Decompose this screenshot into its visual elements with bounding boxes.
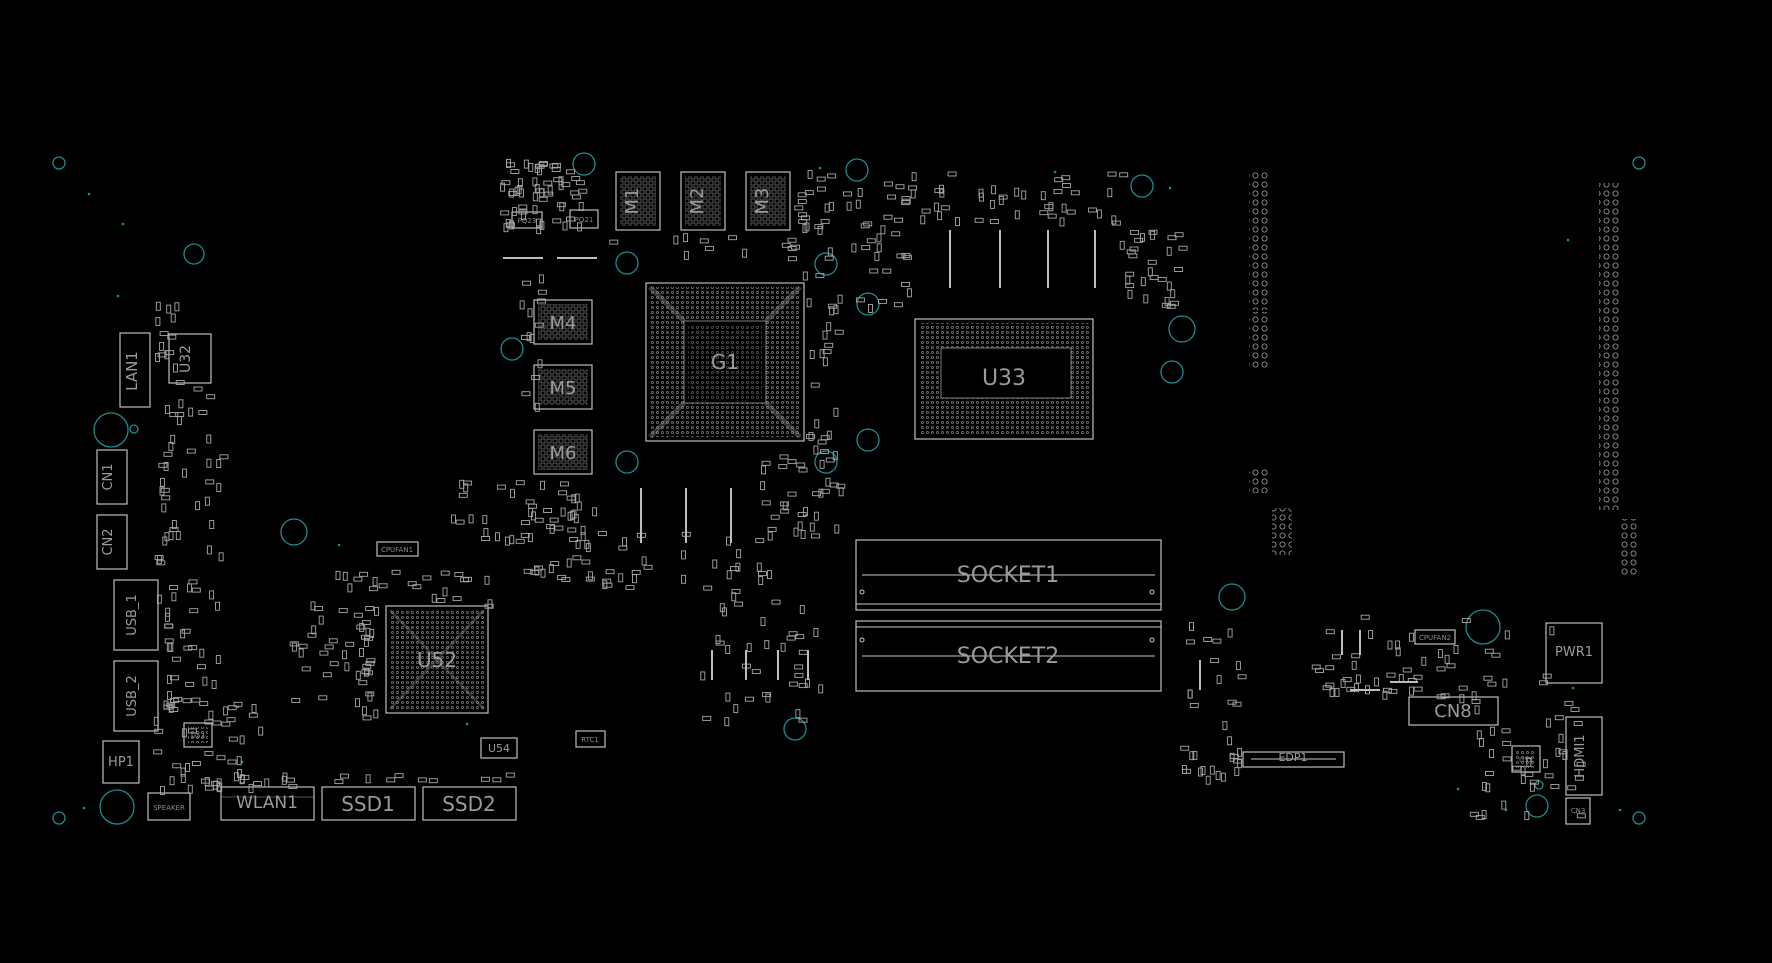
chip-pq21[interactable]: PQ21 <box>569 209 599 229</box>
svg-text:M1: M1 <box>622 188 643 215</box>
connector-edp1[interactable]: EDP1 <box>1242 751 1345 768</box>
svg-text:CN8: CN8 <box>1434 701 1472 722</box>
chip-g1[interactable]: G1 <box>645 282 805 442</box>
chip-rtc1[interactable]: RTC1 <box>575 730 606 748</box>
chip-m4[interactable]: M4 <box>533 299 593 345</box>
svg-text:CPUFAN2: CPUFAN2 <box>1419 634 1451 642</box>
chip-u52[interactable]: U52 <box>385 605 489 714</box>
header-pins-right <box>1249 172 1639 576</box>
chip-m3[interactable]: M3 <box>745 171 791 231</box>
svg-text:CN1: CN1 <box>101 463 116 490</box>
svg-text:WLAN1: WLAN1 <box>236 793 298 813</box>
svg-text:PWR1: PWR1 <box>1555 645 1593 660</box>
connector-cn8[interactable]: CN8 <box>1408 696 1499 726</box>
small-components <box>153 159 1586 821</box>
svg-text:SSD1: SSD1 <box>341 792 395 816</box>
chip-m6[interactable]: M6 <box>533 429 593 475</box>
svg-text:USB_2: USB_2 <box>125 675 140 716</box>
svg-text:HDMI1: HDMI1 <box>1573 734 1588 777</box>
svg-text:EDP1: EDP1 <box>1278 751 1307 764</box>
svg-text:PQ21: PQ21 <box>575 216 594 224</box>
connector-hdmi1[interactable]: HDMI1 <box>1565 716 1603 796</box>
svg-text:U32: U32 <box>178 345 194 373</box>
svg-text:SOCKET1: SOCKET1 <box>957 563 1059 588</box>
svg-text:U55: U55 <box>1519 756 1533 764</box>
svg-text:M6: M6 <box>550 443 577 464</box>
svg-text:G1: G1 <box>711 350 739 374</box>
connector-ssd1[interactable]: SSD1 <box>321 786 416 821</box>
chip-u53[interactable]: U53 <box>183 722 213 748</box>
chip-u54[interactable]: U54 <box>480 737 518 759</box>
connector-wlan1[interactable]: WLAN1 <box>220 786 315 821</box>
connector-ssd2[interactable]: SSD2 <box>422 786 517 821</box>
connector-speaker[interactable]: SPEAKER <box>147 792 191 821</box>
chip-m5[interactable]: M5 <box>533 364 593 410</box>
connector-usb1[interactable]: USB_1 <box>113 579 159 651</box>
connector-cn1[interactable]: CN1 <box>96 449 128 505</box>
connector-lan1[interactable]: LAN1 <box>119 332 151 408</box>
svg-text:M4: M4 <box>550 313 577 334</box>
connector-usb2[interactable]: USB_2 <box>113 660 159 732</box>
svg-text:HP1: HP1 <box>108 755 134 770</box>
svg-text:M3: M3 <box>752 188 773 215</box>
chip-u33[interactable]: U33 <box>914 318 1094 440</box>
connector-cn3[interactable]: CN3 <box>1565 797 1591 825</box>
svg-text:M5: M5 <box>550 378 577 399</box>
svg-text:CN3: CN3 <box>1571 807 1586 815</box>
socket2[interactable]: SOCKET2 <box>855 620 1162 692</box>
connector-cn2[interactable]: CN2 <box>96 514 128 570</box>
connector-cpufan1[interactable]: CPUFAN1 <box>376 541 419 557</box>
svg-text:PQ23: PQ23 <box>518 217 537 225</box>
mounting-holes <box>52 152 1646 825</box>
svg-text:U53: U53 <box>191 732 205 740</box>
chip-u55[interactable]: U55 <box>1511 745 1541 773</box>
svg-text:LAN1: LAN1 <box>123 351 141 391</box>
svg-text:M2: M2 <box>687 188 708 215</box>
connector-hp1[interactable]: HP1 <box>102 740 140 784</box>
svg-text:CPUFAN1: CPUFAN1 <box>381 546 413 554</box>
svg-text:CN2: CN2 <box>101 528 116 555</box>
socket1[interactable]: SOCKET1 <box>855 539 1162 611</box>
chip-m1[interactable]: M1 <box>615 171 661 231</box>
svg-text:RTC1: RTC1 <box>581 736 599 744</box>
connector-cpufan2[interactable]: CPUFAN2 <box>1414 629 1456 645</box>
chip-m2[interactable]: M2 <box>680 171 726 231</box>
connector-pwr1[interactable]: PWR1 <box>1545 622 1603 684</box>
svg-text:USB_1: USB_1 <box>125 594 140 635</box>
svg-text:U54: U54 <box>488 742 510 755</box>
chip-u32[interactable]: U32 <box>168 333 212 384</box>
svg-text:U33: U33 <box>982 366 1026 391</box>
svg-text:SSD2: SSD2 <box>442 792 496 816</box>
svg-text:U52: U52 <box>417 648 457 672</box>
svg-text:SPEAKER: SPEAKER <box>153 804 185 812</box>
svg-text:SOCKET2: SOCKET2 <box>957 644 1059 669</box>
